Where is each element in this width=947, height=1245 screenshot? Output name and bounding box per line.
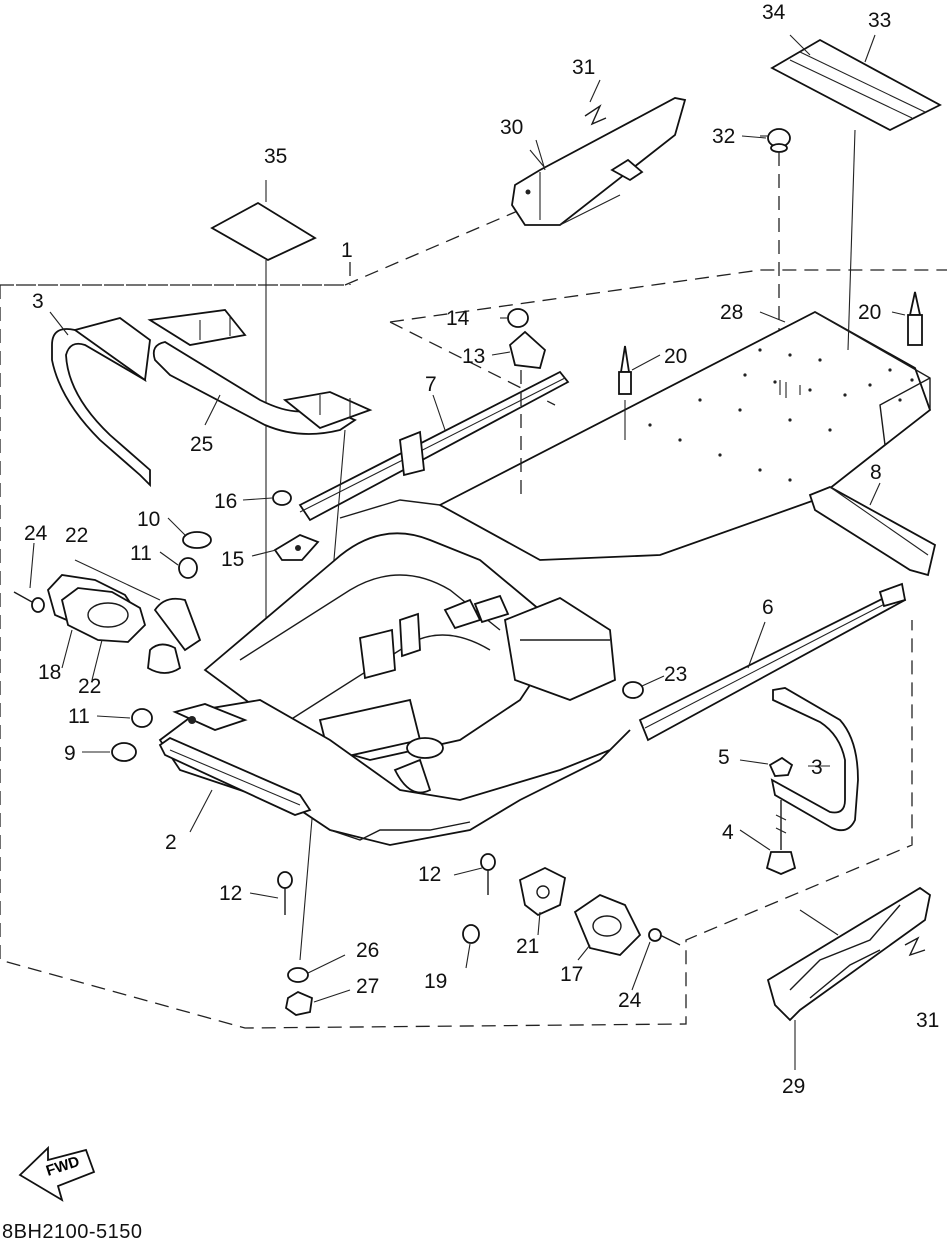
spindle-parts-9-10-11 — [111, 531, 212, 762]
diagram-part-number: 8BH2100-5150 — [2, 1221, 143, 1243]
callout-11-top: 11 — [130, 542, 152, 565]
cap-23 — [622, 681, 644, 699]
pins-20 — [618, 291, 923, 440]
callout-3-left: 3 — [32, 290, 44, 313]
callout-8: 8 — [870, 461, 882, 484]
callout-3-right: 3 — [811, 756, 823, 779]
callout-20-right: 20 — [858, 301, 882, 324]
callout-6: 6 — [762, 596, 774, 619]
callout-18: 18 — [38, 661, 62, 684]
rail-6 — [638, 582, 907, 742]
callout-32: 32 — [712, 125, 736, 148]
callout-11-bottom: 11 — [68, 705, 90, 728]
callout-35: 35 — [264, 145, 288, 168]
grommet-26-nut-27 — [285, 967, 313, 1016]
part-29-guard — [766, 886, 931, 1070]
assembly-boundary — [0, 179, 947, 1029]
part-33-34-strips — [770, 34, 942, 132]
callout-25: 25 — [190, 433, 214, 456]
fwd-arrow-icon: FWD — [18, 1145, 96, 1202]
hub-plates-18-22 — [46, 559, 161, 643]
callout-17: 17 — [560, 963, 584, 986]
skid-plate — [158, 699, 631, 846]
callout-31-right: 31 — [916, 1009, 940, 1032]
leader-lines — [61, 79, 906, 1003]
callout-15: 15 — [221, 548, 245, 571]
callout-13: 13 — [462, 345, 486, 368]
washer-19 — [462, 924, 480, 944]
callout-34: 34 — [762, 1, 786, 24]
callout-1: 1 — [341, 239, 353, 262]
callout-19: 19 — [424, 970, 448, 993]
callout-4: 4 — [722, 821, 734, 844]
bumper-3-left — [49, 311, 151, 488]
part-32-grommet — [760, 128, 791, 400]
callout-23: 23 — [664, 663, 688, 686]
callout-29: 29 — [782, 1075, 806, 1098]
callout-16: 16 — [214, 490, 238, 513]
callout-28: 28 — [720, 301, 744, 324]
center-assembly — [203, 499, 616, 794]
callout-12-center: 12 — [418, 863, 442, 886]
pins-12 — [277, 853, 496, 915]
callout-5: 5 — [718, 746, 730, 769]
callout-22-top: 22 — [65, 524, 89, 547]
callout-24-right: 24 — [618, 989, 642, 1012]
callout-30: 30 — [500, 116, 524, 139]
callout-31: 31 — [572, 56, 596, 79]
callout-26: 26 — [356, 939, 380, 962]
callout-12-left: 12 — [219, 882, 243, 905]
callout-14: 14 — [446, 307, 470, 330]
rail-7 — [298, 370, 570, 522]
bolt-24-right — [648, 928, 681, 946]
callout-27: 27 — [356, 975, 380, 998]
part-30-guard — [511, 97, 687, 226]
bolt-24-left — [13, 542, 45, 613]
callout-9: 9 — [64, 742, 76, 765]
callout-24-left: 24 — [24, 522, 48, 545]
callout-20-center: 20 — [664, 345, 688, 368]
hub-plates-17-21 — [518, 866, 642, 956]
callout-10: 10 — [137, 508, 161, 531]
bumper-3-right — [770, 687, 859, 832]
step-8 — [808, 486, 937, 577]
mount-15-16 — [272, 490, 320, 561]
bolt-4-nut-5 — [765, 756, 797, 875]
callout-22-bottom: 22 — [78, 675, 102, 698]
callout-21: 21 — [516, 935, 540, 958]
callout-2: 2 — [165, 831, 177, 854]
front-skid-2 — [158, 736, 312, 816]
frame-deck-28 — [438, 129, 932, 561]
callout-33: 33 — [868, 9, 892, 32]
callout-7: 7 — [425, 373, 437, 396]
